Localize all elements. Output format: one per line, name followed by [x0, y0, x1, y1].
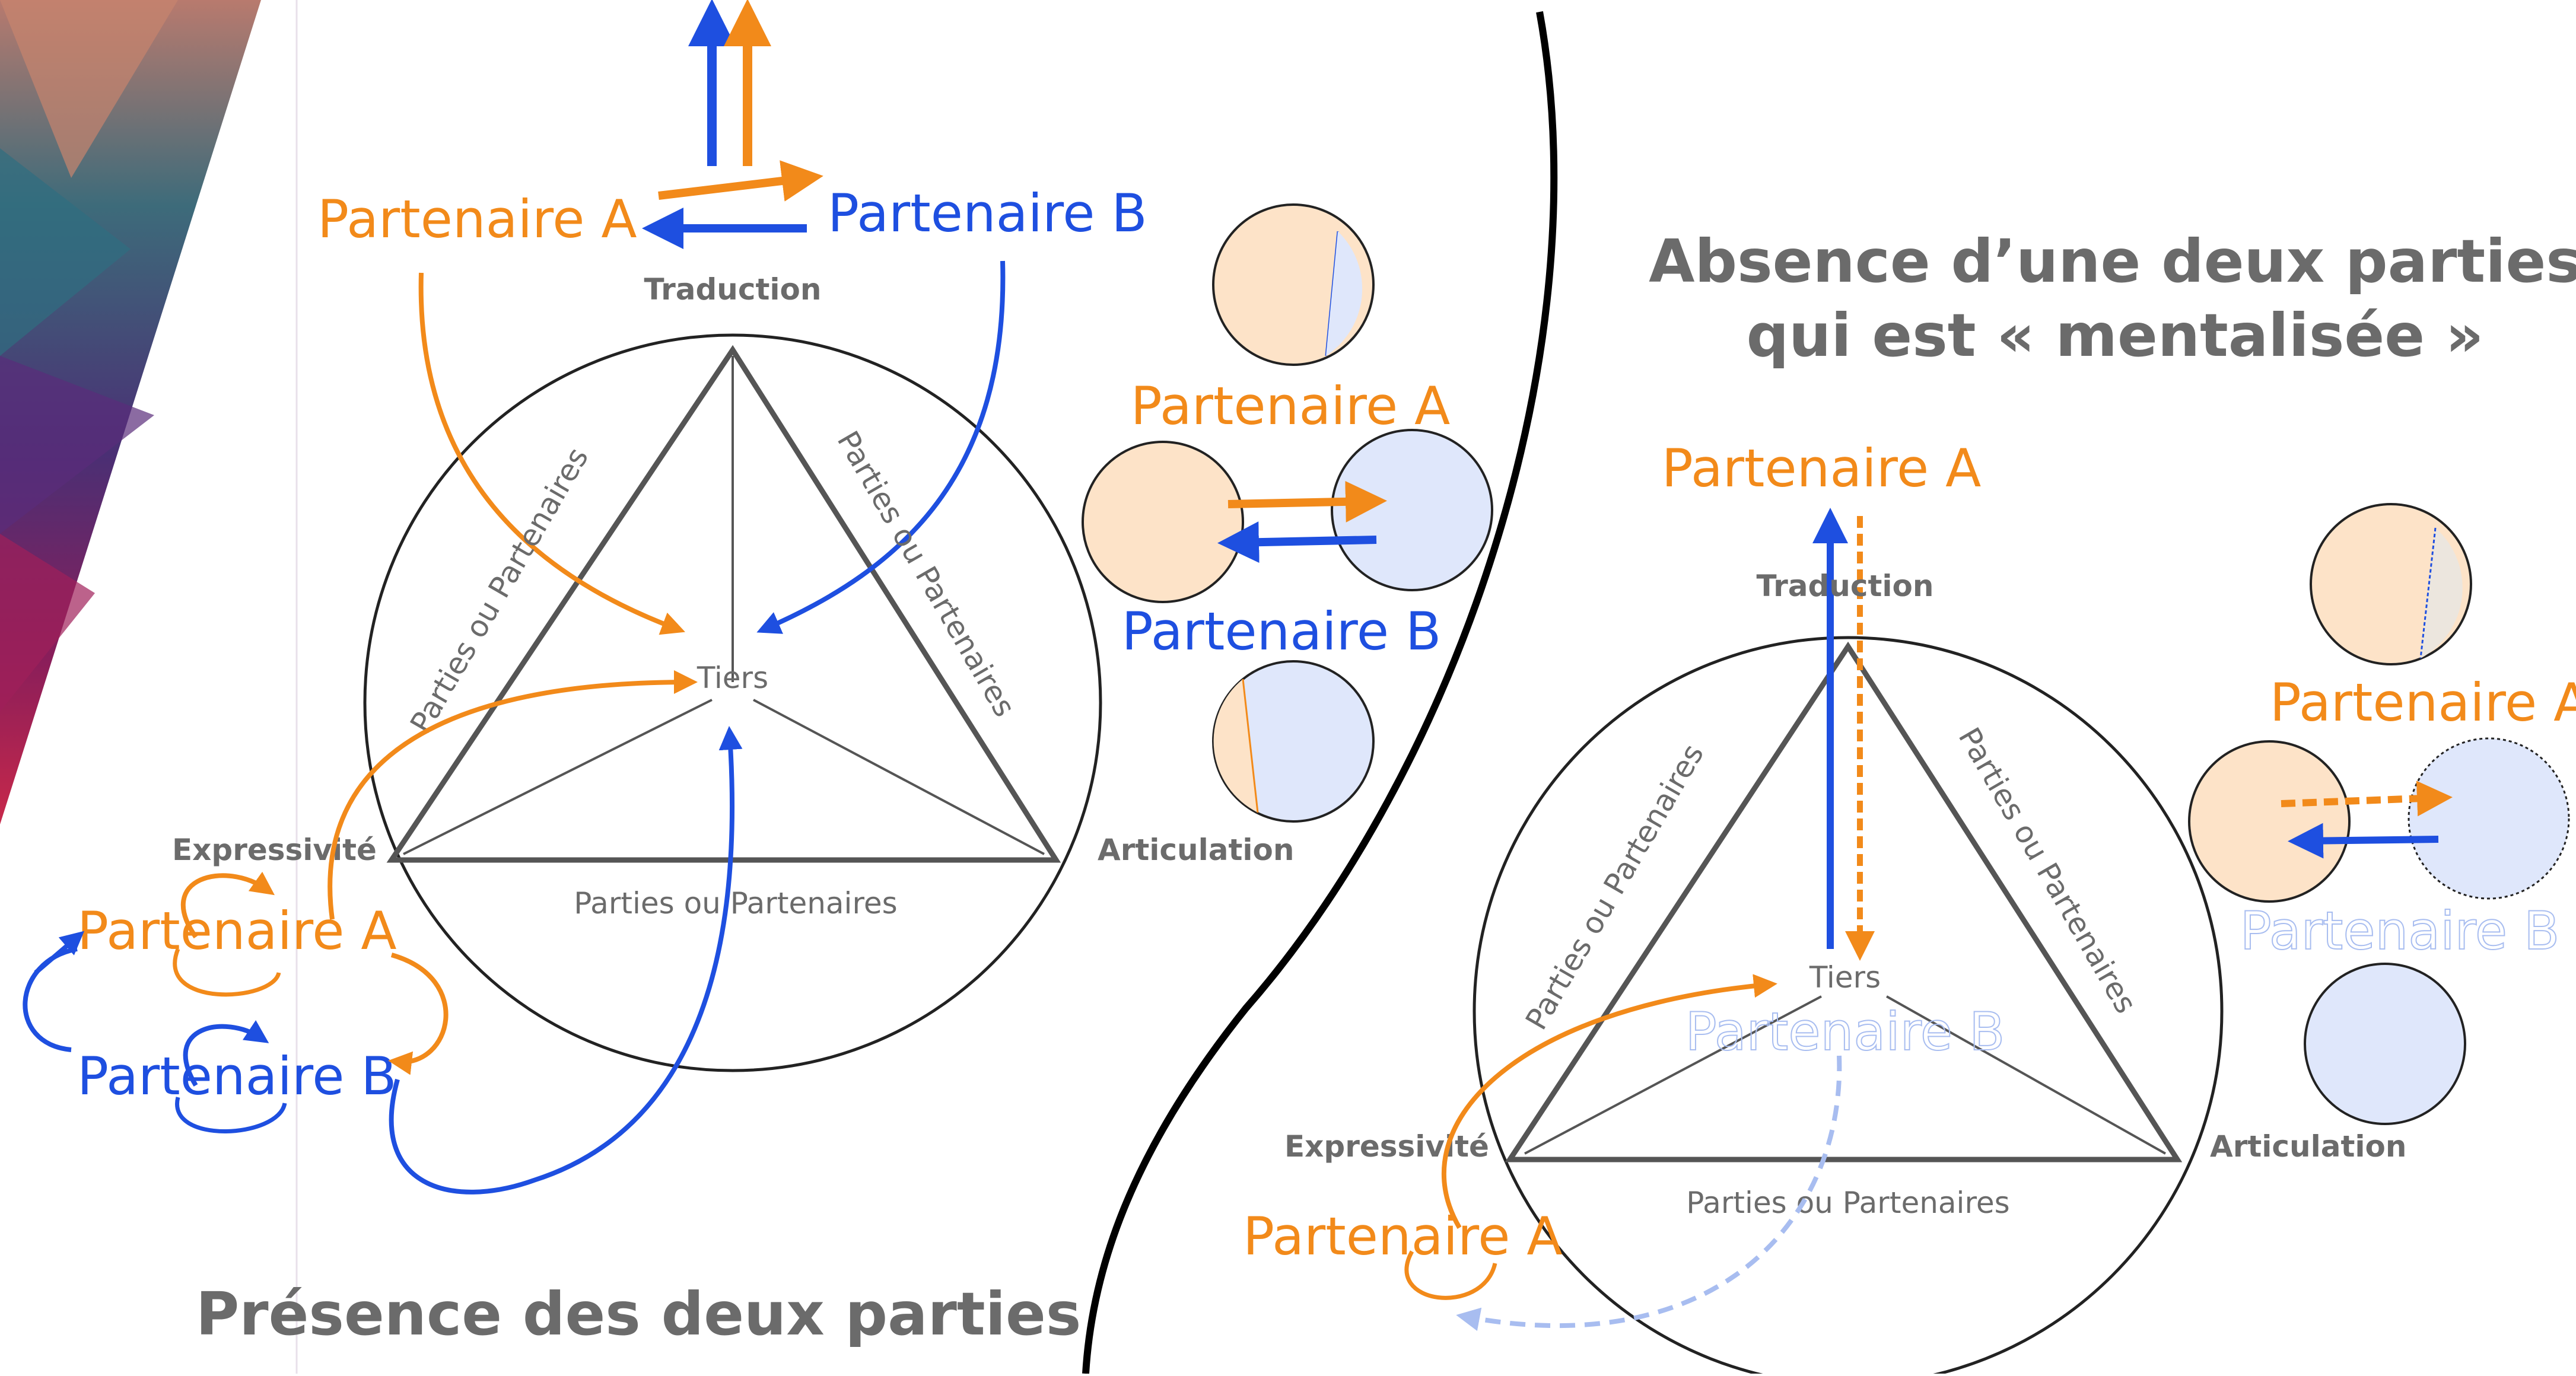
right-circle-pair: Partenaire A Partenaire B	[2188, 503, 2576, 1125]
right-loop-a	[1404, 1250, 1497, 1300]
right-side-left-label: Parties ou Partenaires	[1519, 738, 1710, 1036]
curve-expressivite-to-tiers	[327, 670, 698, 920]
right-partner-a-bottom: Partenaire A	[1243, 1206, 1563, 1267]
right-median-left	[1524, 995, 1822, 1155]
right-faded-partner-b: Partenaire B	[1685, 1001, 2005, 1062]
loop-b-outer	[23, 947, 78, 1052]
partner-b-label: Partenaire B	[828, 183, 1147, 244]
traduction-label: Traduction	[644, 272, 821, 307]
circle-partner-b	[1331, 429, 1493, 591]
right-circle-small-top-slice	[2421, 528, 2463, 658]
left-median-right	[753, 699, 1045, 855]
side-bottom-label: Parties ou Partenaires	[574, 886, 897, 920]
loop-b-bottom	[175, 1097, 287, 1133]
right-articulation-label: Articulation	[2210, 1129, 2407, 1164]
tiers-label: Tiers	[697, 661, 768, 695]
right-pair-arrow-b-to-a	[2288, 823, 2439, 859]
circle-small-bottom-edge	[1242, 679, 1259, 813]
right-title-line2: qui est « mentalisée »	[1747, 301, 2484, 370]
left-diagram: Partenaire A Partenaire B Traduction Tie…	[23, 0, 1295, 1349]
right-triangle	[1505, 641, 2183, 1162]
right-side-bottom-label: Parties ou Partenaires	[1686, 1186, 2009, 1220]
right-expressivite-label: Expressivité	[1284, 1129, 1489, 1164]
divider-curve	[1082, 11, 1558, 1374]
decorative-corner-polygons	[0, 0, 261, 824]
right-traduction-label: Traduction	[1756, 569, 1933, 603]
curve-a-to-b	[388, 953, 449, 1075]
right-pair-a-label: Partenaire A	[2270, 672, 2576, 733]
right-pair-arrow-a-to-b	[2281, 781, 2453, 817]
pair-b-label: Partenaire B	[1122, 601, 1442, 662]
right-side-right-label: Parties ou Partenaires	[1952, 722, 2144, 1019]
left-circle	[363, 333, 1102, 1072]
left-median-left	[403, 699, 713, 855]
right-partner-a-top: Partenaire A	[1662, 438, 1982, 499]
left-triangle	[386, 345, 1061, 863]
right-tiers-label: Tiers	[1809, 960, 1881, 995]
curve-a-to-tiers	[418, 272, 685, 635]
right-faded-curve	[1456, 1055, 1842, 1332]
right-circle-partner-a	[2188, 740, 2351, 903]
loop-a-bottom	[173, 948, 281, 997]
circle-small-top-blue-slice	[1326, 231, 1363, 356]
pair-arrow-a-to-b	[1227, 480, 1387, 523]
right-title-line1: Absence d’une deux parties	[1649, 227, 2576, 296]
bottom-partner-a-label: Partenaire A	[77, 900, 397, 961]
curve-b-to-tiers-bottom	[389, 726, 743, 1195]
bottom-partner-b-label: Partenaire B	[77, 1046, 397, 1107]
right-circle	[1473, 636, 2224, 1376]
right-circle-small-top-edge	[2419, 527, 2437, 659]
loop-a-top	[180, 871, 275, 939]
arrow-a-to-b	[658, 160, 823, 202]
curve-b-to-tiers	[756, 260, 1006, 634]
loop-b-outer-head	[34, 931, 85, 975]
partner-a-label: Partenaire A	[317, 189, 637, 250]
articulation-label: Articulation	[1098, 833, 1295, 867]
left-caption: Présence des deux parties	[196, 1279, 1081, 1349]
pair-a-label: Partenaire A	[1131, 375, 1451, 437]
right-median-right	[1886, 995, 2166, 1155]
right-curve-expressivite-to-tiers	[1442, 974, 1777, 1230]
right-pair-b-faded-label: Partenaire B	[2240, 900, 2560, 961]
pair-arrow-b-to-a	[1217, 521, 1377, 563]
right-circle-partner-b-dashed	[2408, 737, 2570, 900]
loop-b-top	[183, 1020, 269, 1087]
left-circle-pair: Partenaire A Partenaire B	[1082, 203, 1493, 823]
right-circle-small-bottom	[2304, 963, 2466, 1125]
circle-partner-a	[1082, 441, 1244, 603]
expressivite-label: Expressivité	[172, 833, 377, 867]
side-right-label: Parties ou Partenaires	[831, 425, 1022, 722]
circle-small-bottom-orange-slice	[1213, 679, 1258, 813]
